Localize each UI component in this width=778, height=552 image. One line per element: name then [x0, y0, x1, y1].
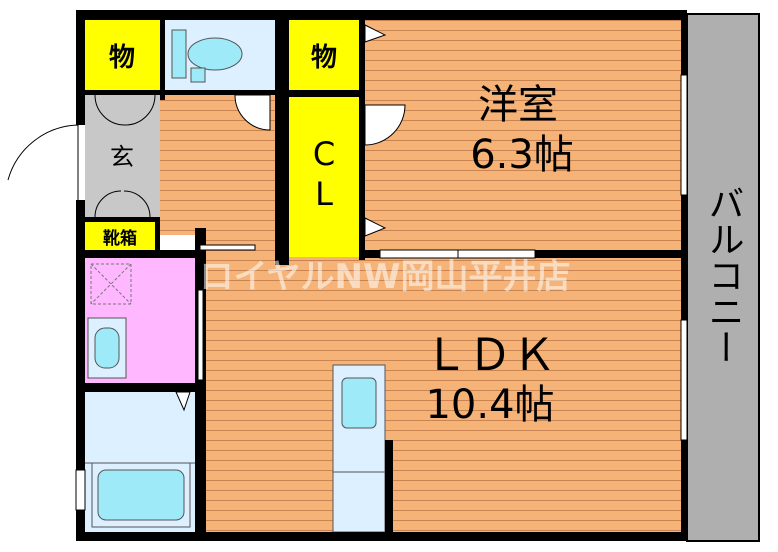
closet-label-c: C	[313, 135, 335, 173]
storage-right	[289, 20, 359, 90]
entrance-door-opening	[76, 125, 85, 200]
toilet-base	[190, 67, 206, 83]
closet-cl	[289, 97, 359, 257]
balcony-label: バルコニー	[703, 185, 744, 365]
washing-pan-x2	[90, 263, 132, 305]
storage-right-label: 物	[311, 43, 337, 73]
entrance-door-swing	[7, 124, 79, 200]
closet-label-l: L	[315, 175, 333, 213]
window-upper	[680, 74, 688, 196]
shoe-cabinet-label: 靴箱	[103, 228, 137, 249]
shoe-cabinet	[85, 222, 155, 250]
toilet-bowl	[187, 37, 243, 71]
bath-door-swing	[175, 391, 191, 412]
ldk-floor	[206, 253, 681, 535]
kitchen-sink	[341, 377, 377, 429]
washing-pan-x1	[90, 263, 132, 305]
watermark-text: ロイヤルNW岡山平井店	[200, 257, 571, 297]
toilet-tank	[171, 29, 187, 79]
walls	[76, 10, 687, 541]
washing-machine-pan	[90, 263, 132, 305]
window-bath	[75, 469, 86, 511]
shoe-area-door	[94, 190, 151, 218]
entrance-label: 玄	[110, 143, 134, 171]
ldk-size: 10.4帖	[425, 382, 554, 428]
closet-door-bottom	[364, 217, 387, 237]
vanity-basin	[94, 327, 120, 369]
western-room-label: 洋室	[478, 82, 558, 128]
western-room-size: 6.3帖	[470, 132, 574, 178]
storage-left-label: 物	[109, 43, 135, 73]
bathtub-inner	[97, 469, 185, 521]
ldk-label: ＬＤＫ	[424, 330, 556, 381]
western-door-swing	[364, 104, 406, 146]
washroom-door	[197, 289, 204, 381]
entrance-inner-door	[94, 94, 156, 126]
balcony-area	[687, 14, 759, 541]
window-lower	[680, 319, 688, 441]
ldk-door	[199, 244, 256, 251]
western-room-floor	[365, 20, 681, 253]
storage-left	[85, 20, 160, 90]
toilet-door-swing	[234, 94, 271, 131]
closet-door-top	[364, 24, 387, 43]
